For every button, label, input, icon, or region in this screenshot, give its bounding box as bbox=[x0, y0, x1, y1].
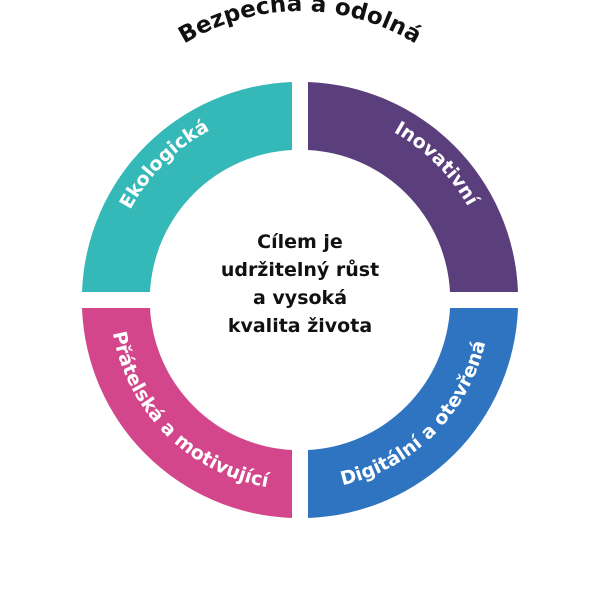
diagram-title: Bezpečná a odolná bbox=[174, 0, 425, 49]
center-statement: Cílem je udržitelný růst a vysoká kvalit… bbox=[200, 228, 400, 348]
segment-ekologicka bbox=[82, 82, 292, 292]
center-line-2: udržitelný růst bbox=[220, 259, 380, 281]
segment-digitalni-a-otevrena bbox=[308, 308, 518, 518]
center-line-3: a vysoká bbox=[252, 287, 348, 309]
segment-pratelska-a-motivujici bbox=[82, 308, 292, 518]
center-line-4: kvalita života bbox=[227, 315, 373, 337]
segment-inovativni bbox=[308, 82, 518, 292]
center-line-1: Cílem je bbox=[257, 231, 343, 253]
